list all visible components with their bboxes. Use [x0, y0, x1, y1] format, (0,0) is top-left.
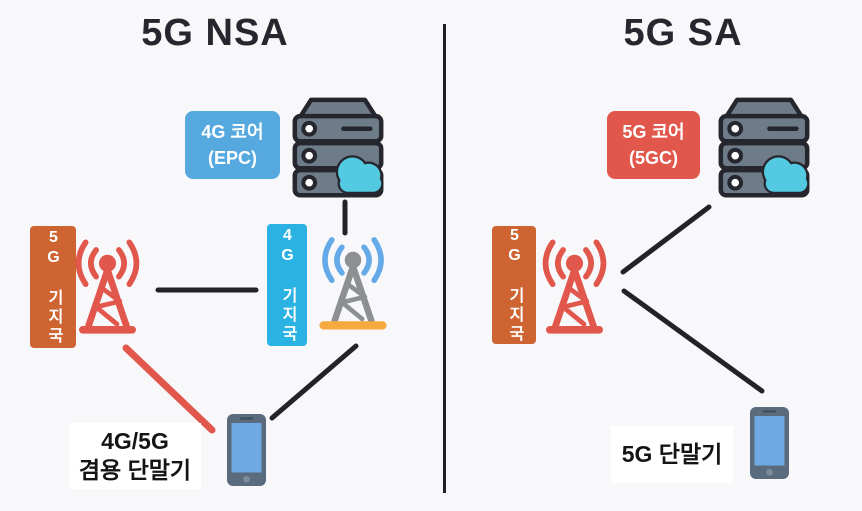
- sa-5g-core-label-line2: (5GC): [629, 148, 678, 168]
- nsa-4g-tower-icon: [307, 230, 399, 338]
- sa-5gbts-device-link: [621, 288, 765, 394]
- nsa-5gbts-device-link: [122, 344, 216, 434]
- sa-panel-title: 5G SA: [623, 12, 743, 54]
- nsa-4g-core-label: 4G 코어 (EPC): [185, 111, 280, 179]
- nsa-device-label-line1: 4G/5G: [101, 428, 169, 455]
- sa-server-icon: [710, 88, 818, 200]
- nsa-4g-core-label-line1: 4G 코어: [201, 121, 264, 142]
- nsa-5g-tower-icon: [60, 232, 155, 344]
- nsa-4g-core-label-line2: (EPC): [208, 148, 257, 168]
- sa-core-5gbts-link: [620, 204, 712, 275]
- sa-phone-icon: [747, 404, 792, 482]
- cloud-icon: [761, 155, 810, 194]
- sa-device-label: 5G 단말기: [611, 426, 733, 483]
- nsa-4g-bts-label: 4G 기지국: [267, 224, 307, 346]
- sa-5g-tower-icon: [527, 232, 622, 344]
- sa-5g-bts-label: 5G 기지국: [492, 226, 536, 344]
- nsa-server-icon: [284, 88, 392, 200]
- cloud-icon: [335, 155, 384, 194]
- sa-5g-core-label-line1: 5G 코어: [622, 121, 685, 142]
- nsa-panel-title: 5G NSA: [141, 12, 289, 54]
- nsa-4gbts-device-link: [269, 343, 359, 421]
- sa-5g-core-label: 5G 코어 (5GC): [607, 111, 700, 179]
- nsa-device-label: 4G/5G 겸용 단말기: [69, 423, 201, 489]
- nsa-device-label-line2: 겸용 단말기: [78, 457, 192, 483]
- nsa-phone-icon: [224, 411, 269, 489]
- nsa-5g-bts-label: 5G 기지국: [30, 226, 76, 348]
